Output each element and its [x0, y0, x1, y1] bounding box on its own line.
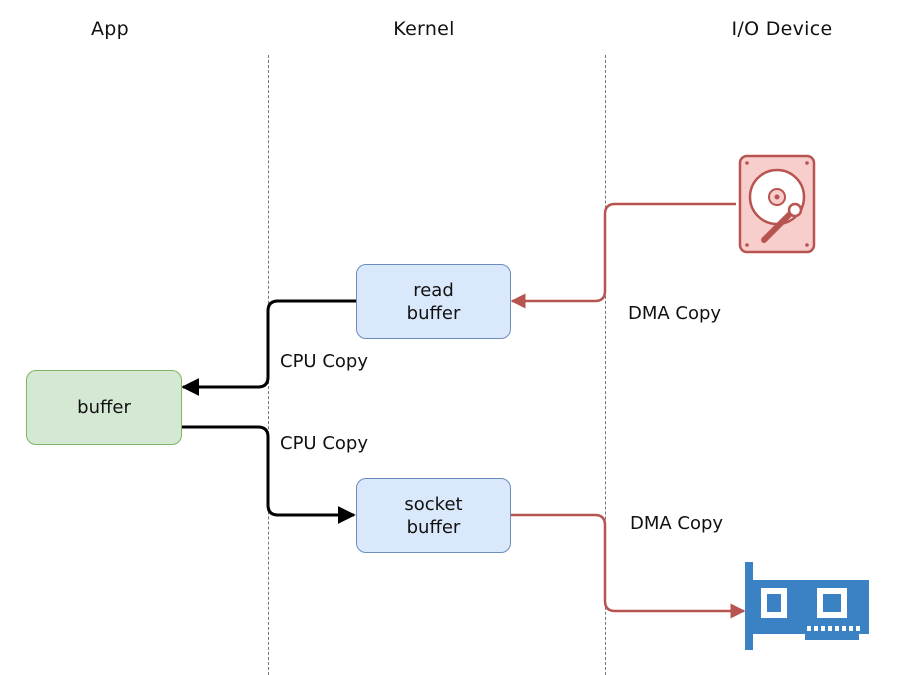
- socket-buffer-line-2: buffer: [406, 516, 461, 538]
- cpu-write-arrow: [182, 425, 356, 524]
- dma-copy-write-label: DMA Copy: [630, 513, 724, 534]
- hard-disk-icon: [738, 154, 816, 254]
- app-buffer-label: buffer: [77, 397, 131, 418]
- column-header-kernel: Kernel: [393, 18, 455, 40]
- column-header-device: I/O Device: [731, 18, 833, 40]
- read-buffer-line-2: buffer: [406, 302, 461, 324]
- cpu-copy-write-label: CPU Copy: [280, 433, 368, 454]
- read-buffer-line-1: read: [413, 279, 454, 301]
- kernel-device-divider: [605, 55, 606, 675]
- cpu-read-arrow: [181, 299, 356, 396]
- socket-buffer-line-1: socket: [404, 493, 463, 515]
- socket-buffer-box: socket buffer: [356, 478, 511, 553]
- dma-copy-read-label: DMA Copy: [628, 303, 722, 324]
- dma-write-arrow: [511, 513, 746, 619]
- dma-read-arrow: [510, 202, 736, 309]
- cpu-copy-read-label: CPU Copy: [280, 351, 368, 372]
- column-header-app: App: [90, 18, 130, 40]
- read-buffer-box: read buffer: [356, 264, 511, 339]
- app-buffer-box: buffer: [26, 370, 182, 445]
- network-card-icon: [745, 562, 869, 650]
